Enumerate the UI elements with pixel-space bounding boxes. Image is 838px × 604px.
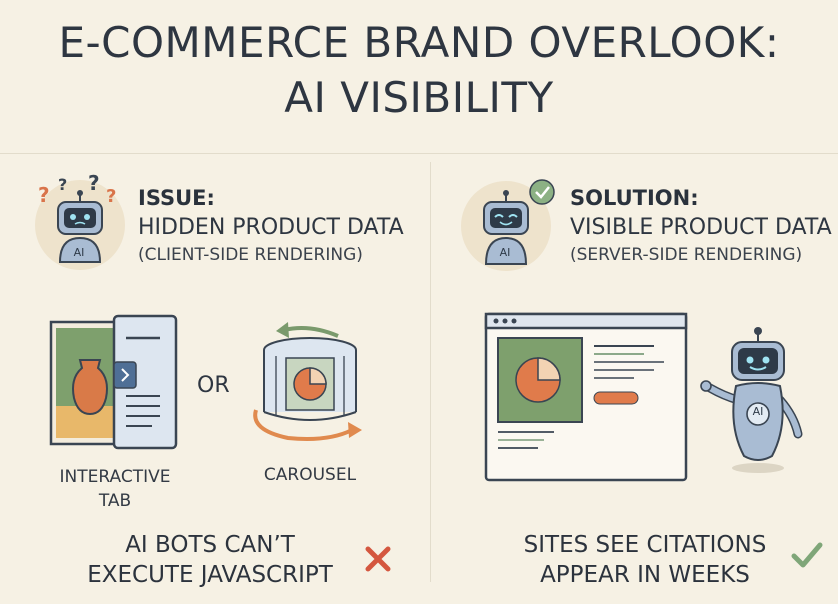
interactive-tab-caption: INTERACTIVE TAB (40, 465, 190, 513)
solution-conclusion-line2: APPEAR IN WEEKS (540, 562, 750, 588)
svg-text:?: ? (58, 175, 67, 194)
issue-conclusion-line1: AI BOTS CAN’T (125, 532, 295, 558)
header-divider (0, 153, 838, 154)
solution-robot-badge: AI (499, 246, 511, 259)
issue-heading: HIDDEN PRODUCT DATA (138, 215, 404, 240)
solution-conclusion-line1: SITES SEE CITATIONS (523, 532, 767, 558)
issue-conclusion: AI BOTS CAN’T EXECUTE JAVASCRIPT (60, 530, 360, 590)
solution-conclusion: SITES SEE CITATIONS APPEAR IN WEEKS (490, 530, 800, 590)
check-mark-icon (790, 540, 824, 570)
column-divider (430, 162, 431, 582)
svg-text:?: ? (88, 171, 100, 195)
solution-label: SOLUTION: (570, 186, 699, 210)
or-text: OR (197, 373, 230, 398)
happy-robot-icon (458, 172, 558, 272)
solution-subheading: (SERVER-SIDE RENDERING) (570, 245, 803, 265)
issue-subheading: (CLIENT-SIDE RENDERING) (138, 245, 363, 265)
solution-heading: VISIBLE PRODUCT DATA (570, 215, 832, 240)
pointing-robot-icon (700, 326, 810, 476)
interactive-tab-caption-line1: INTERACTIVE (59, 467, 171, 487)
svg-text:?: ? (106, 186, 116, 207)
issue-conclusion-line2: EXECUTE JAVASCRIPT (87, 562, 333, 588)
svg-text:?: ? (38, 183, 50, 207)
issue-label: ISSUE: (138, 186, 215, 210)
interactive-tab-caption-line2: TAB (98, 491, 132, 511)
carousel-icon (248, 316, 372, 450)
red-x-icon (364, 545, 392, 573)
issue-robot-badge: AI (73, 246, 85, 259)
carousel-caption: CAROUSEL (263, 465, 357, 485)
page-title-line1: E-COMMERCE BRAND OVERLOOK: (58, 18, 780, 67)
big-robot-badge: AI (752, 405, 764, 418)
page-title-line2: AI VISIBILITY (284, 73, 554, 122)
browser-window-icon (484, 312, 690, 484)
confused-robot-icon: ? ? ? ? (30, 170, 130, 270)
interactive-tab-icon (48, 312, 182, 454)
